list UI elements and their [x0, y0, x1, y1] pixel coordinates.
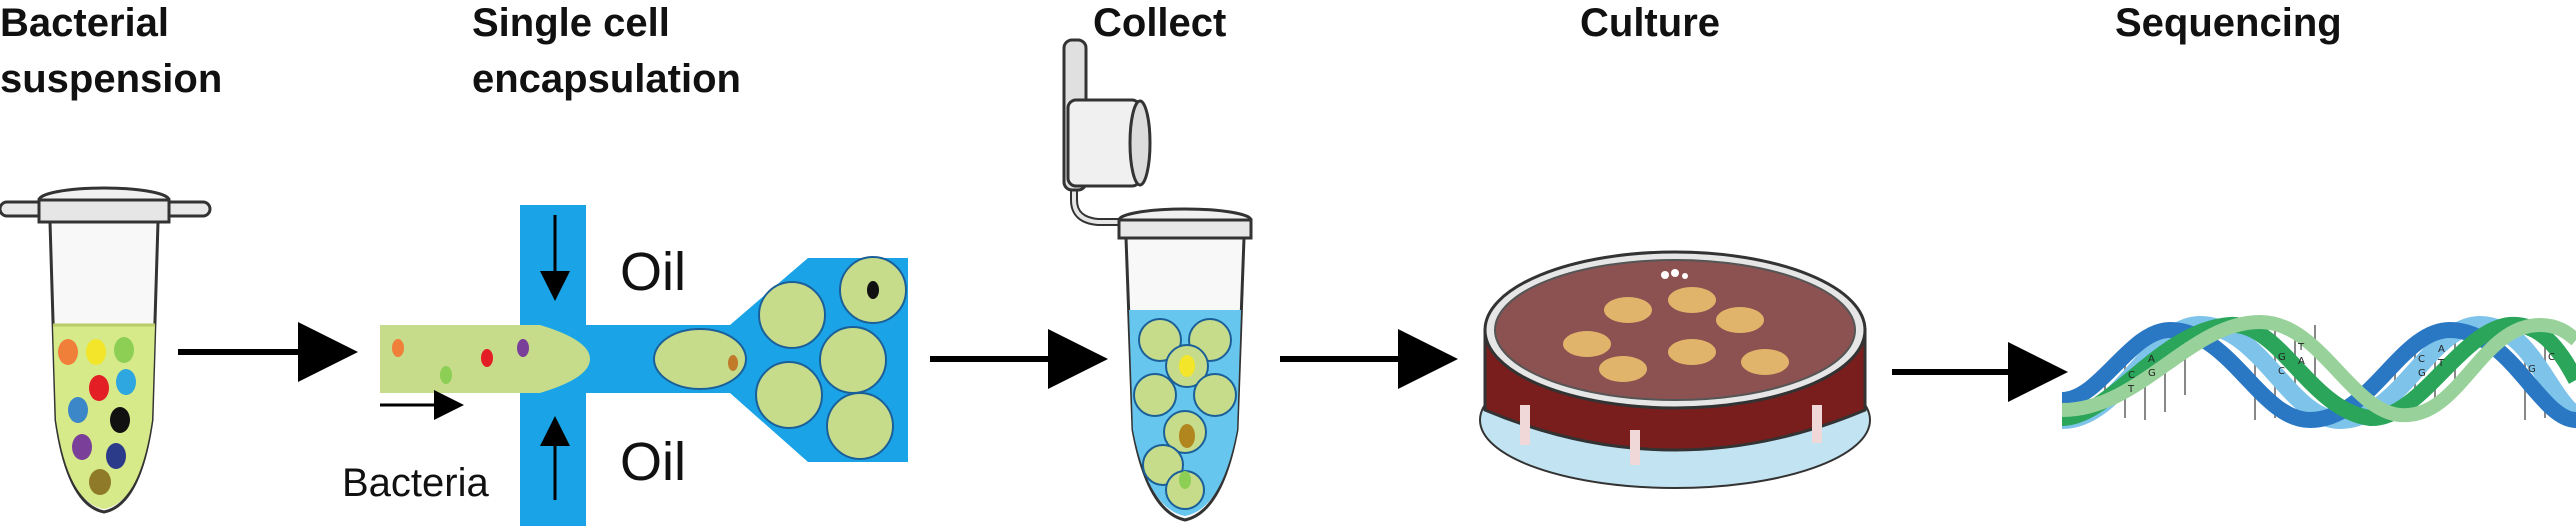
step1-title-line1: Bacterial: [0, 1, 169, 45]
svg-text:C: C: [2278, 366, 2285, 377]
svg-text:A: A: [2298, 356, 2305, 367]
bacteria-label: Bacteria: [342, 461, 489, 505]
collection-tube-icon: [1062, 38, 1253, 522]
svg-text:G: G: [2278, 352, 2286, 363]
svg-text:A: A: [2148, 354, 2155, 365]
petri-dish-icon: [1479, 250, 1871, 489]
step1-title-line2: suspension: [0, 57, 222, 101]
svg-text:G: G: [2148, 368, 2156, 379]
svg-text:A: A: [2438, 344, 2445, 355]
svg-text:C: C: [2418, 354, 2425, 365]
tube-icon: [0, 186, 212, 514]
svg-text:T: T: [2297, 342, 2305, 353]
step5-title: Sequencing: [2115, 1, 2342, 45]
dna-helix-icon: C T A G G C T A C G A T G C: [2061, 314, 2576, 430]
svg-text:G: G: [2528, 364, 2536, 375]
svg-text:T: T: [2127, 384, 2135, 395]
step3-title: Collect: [1093, 1, 1226, 45]
svg-text:G: G: [2418, 368, 2426, 379]
step2-title-line1: Single cell: [472, 1, 670, 45]
oil-bottom-label: Oil: [620, 432, 686, 492]
microfluidic-chip-icon: [380, 205, 908, 526]
step2-title-line2: encapsulation: [472, 57, 741, 101]
svg-text:C: C: [2548, 352, 2555, 363]
step4-title: Culture: [1580, 1, 1720, 45]
svg-text:C: C: [2128, 370, 2135, 381]
oil-top-label: Oil: [620, 242, 686, 302]
svg-text:T: T: [2437, 358, 2445, 369]
